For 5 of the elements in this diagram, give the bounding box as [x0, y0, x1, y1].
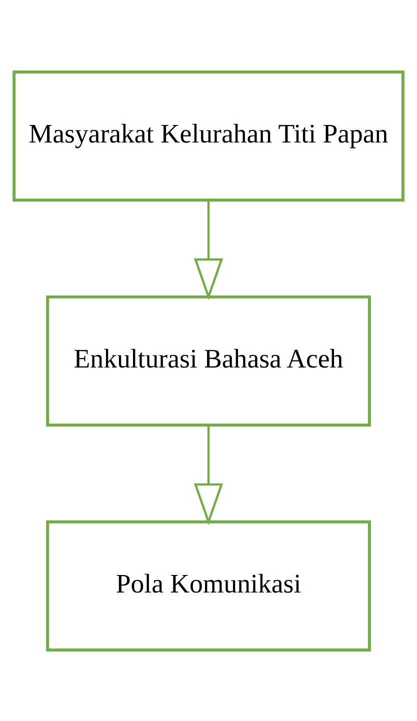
node-box: Pola Komunikasi — [46, 520, 371, 652]
node-box: Enkulturasi Bahasa Aceh — [46, 294, 371, 426]
node-box: Masyarakat Kelurahan Titi Papan — [12, 70, 404, 202]
arrow — [194, 200, 224, 300]
arrow — [194, 425, 224, 525]
